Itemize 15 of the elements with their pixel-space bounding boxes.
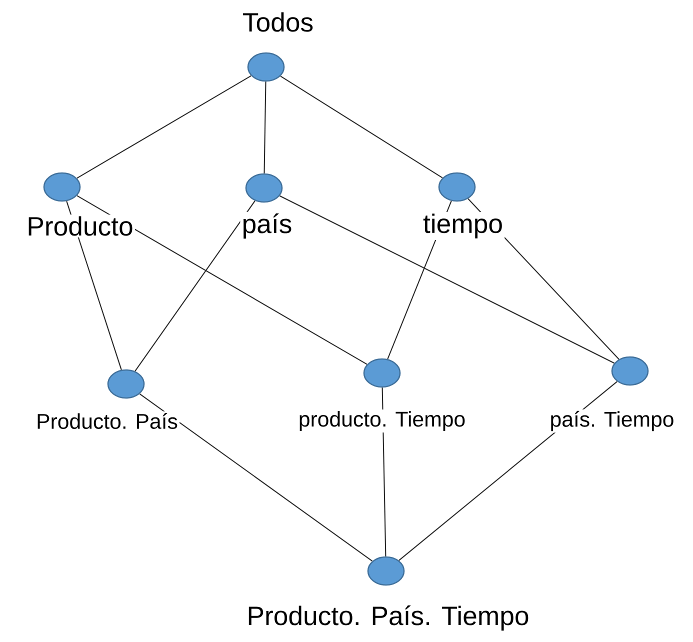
node-label: país. Tiempo [551,410,674,432]
node-label: país [244,213,292,239]
connector-line [280,76,443,178]
connector-line [134,200,256,372]
node-label: Todos [243,12,313,32]
node-label: Producto. País [38,413,178,429]
connector-line [76,75,252,179]
node-label: tiempo [423,214,502,238]
node-label: producto. Tiempo [300,411,465,431]
node-label: Producto [28,216,132,236]
connector-line [139,393,373,562]
connector-line [264,82,266,174]
connector-line [280,195,614,364]
connector-line [76,195,368,365]
node-label: Producto. País. Tiempo [248,605,528,631]
